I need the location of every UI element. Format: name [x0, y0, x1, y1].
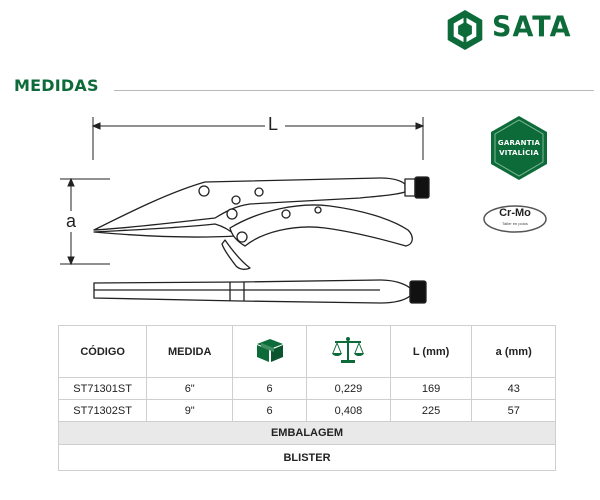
cell-length: 225 — [389, 399, 473, 422]
cell-code: ST71302ST — [57, 399, 148, 422]
cell-height: 57 — [471, 399, 556, 422]
section-title: MEDIDAS — [14, 76, 99, 95]
warranty-badge: GARANTIA VITALÍCIA — [485, 114, 553, 182]
header-height: a (mm) — [471, 325, 556, 378]
pliers-top-view — [93, 279, 427, 304]
header-length: L (mm) — [389, 325, 473, 378]
brand-name: SATA — [492, 11, 572, 44]
header-size: MEDIDA — [146, 325, 234, 378]
table-row: ST71301ST 6" 6 0,229 169 43 — [57, 377, 556, 400]
packaging-header-row: EMBALAGEM — [58, 421, 556, 445]
pliers-technical-drawing — [60, 117, 430, 304]
box-icon — [256, 339, 283, 362]
cell-weight: 0,229 — [306, 377, 391, 400]
table-row: ST71302ST 9" 6 0,408 225 57 — [57, 399, 556, 422]
length-dimension — [91, 117, 425, 160]
crmo-badge: Cr-Mo Taller en polos — [482, 204, 548, 234]
height-dimension — [60, 177, 110, 266]
cell-length: 169 — [389, 377, 473, 400]
warranty-line1: GARANTIA — [497, 139, 541, 147]
warranty-line2: VITALÍCIA — [499, 149, 539, 157]
spec-table: CÓDIGO MEDIDA — [57, 325, 556, 471]
header-code: CÓDIGO — [57, 325, 148, 378]
scale-icon — [332, 337, 365, 363]
length-label: L — [268, 114, 279, 134]
packaging-value: BLISTER — [58, 444, 556, 471]
packaging-value-row: BLISTER — [58, 444, 556, 471]
cell-code: ST71301ST — [57, 377, 148, 400]
cell-height: 43 — [471, 377, 556, 400]
warranty-shield-icon — [491, 116, 547, 180]
pliers-side-view — [93, 176, 430, 270]
sata-logo-icon — [447, 10, 483, 50]
cell-qty: 6 — [232, 377, 308, 400]
cell-qty: 6 — [232, 399, 308, 422]
title-divider — [114, 90, 594, 91]
cell-size: 9" — [146, 399, 234, 422]
crmo-title: Cr-Mo — [499, 207, 531, 219]
crmo-subtitle: Taller en polos — [502, 221, 528, 226]
cell-size: 6" — [146, 377, 234, 400]
header-qty — [232, 325, 308, 378]
packaging-label: EMBALAGEM — [58, 421, 556, 445]
table-header-row: CÓDIGO MEDIDA — [57, 325, 556, 378]
height-label: a — [66, 211, 77, 231]
crmo-oval-icon — [483, 205, 547, 233]
cell-weight: 0,408 — [306, 399, 391, 422]
header-weight — [306, 325, 391, 378]
